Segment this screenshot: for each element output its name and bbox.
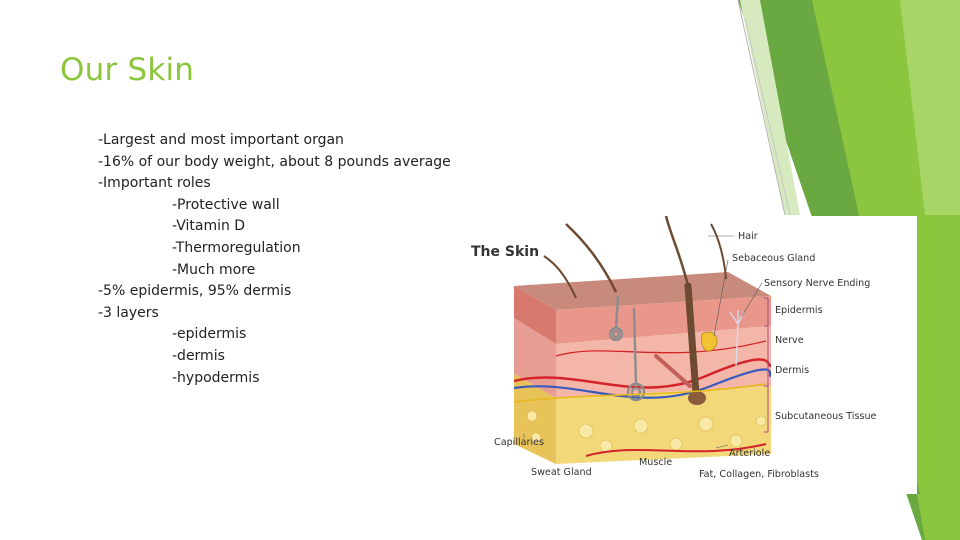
arteriole-vessel: [585, 443, 767, 457]
bullet-list: -Largest and most important organ -16% o…: [98, 130, 451, 389]
sub-bullet-item: -Much more: [172, 261, 256, 278]
label-sensory-nerve-ending: Sensory Nerve Ending: [764, 278, 870, 289]
label-capillaries: Capillaries: [494, 437, 544, 448]
hair-strand: [710, 223, 727, 280]
bullet-item: -16% of our body weight, about 8 pounds …: [98, 153, 451, 170]
label-hair: Hair: [738, 231, 758, 242]
sebaceous-gland: [701, 331, 718, 352]
label-dermis: Dermis: [775, 365, 809, 376]
sub-bullet-item: -Vitamin D: [172, 218, 246, 235]
decor-line-2: [744, 17, 791, 216]
nerve-fiber: [513, 383, 767, 403]
label-sweat-gland: Sweat Gland: [531, 467, 592, 478]
sub-bullet-item: -Thermoregulation: [172, 239, 301, 256]
decor-shape-light: [900, 0, 960, 215]
label-arteriole: Arteriole: [729, 448, 770, 459]
label-sebaceous-gland: Sebaceous Gland: [732, 253, 815, 264]
hair-bulb: [688, 391, 706, 405]
label-epidermis: Epidermis: [775, 305, 823, 316]
decor-shape-pale: [740, 0, 800, 215]
sub-bullet-item: -epidermis: [172, 326, 247, 343]
sub-bullet-item: -Protective wall: [172, 196, 280, 213]
hair-follicle: [684, 282, 700, 398]
hair-strand: [664, 216, 690, 287]
hair-strand: [543, 255, 577, 299]
label-subcutaneous-tissue: Subcutaneous Tissue: [775, 411, 877, 422]
label-nerve: Nerve: [775, 335, 804, 346]
bullet-item: -Largest and most important organ: [98, 132, 344, 148]
bullet-item: -5% epidermis, 95% dermis: [98, 283, 292, 300]
decor-line-1: [737, 0, 786, 216]
label-leader-lines: [523, 235, 763, 449]
bullet-item: -3 layers: [98, 304, 159, 321]
sub-bullet-item: -dermis: [172, 347, 225, 364]
sub-bullet-item: -hypodermis: [172, 369, 260, 386]
skin-diagram: The Skin Hair Sebaceous Gland Sensory Ne…: [466, 216, 917, 494]
epidermis-side: [514, 286, 556, 344]
hair-strand: [565, 223, 618, 293]
slide-title: Our Skin: [60, 52, 195, 88]
capillary-vessel: [555, 340, 767, 357]
label-muscle: Muscle: [639, 457, 672, 468]
sensory-nerve-ending: [729, 310, 745, 367]
decor-bottom-shape: [917, 494, 960, 540]
arrector-muscle: [654, 354, 692, 388]
skin-diagram-svg: The Skin Hair Sebaceous Gland Sensory Ne…: [471, 216, 877, 480]
sweat-gland-coils: [608, 295, 646, 402]
figure-title: The Skin: [471, 244, 539, 260]
bullet-item: -Important roles: [98, 175, 211, 192]
label-fat-collagen-fibroblasts: Fat, Collagen, Fibroblasts: [699, 469, 819, 480]
layer-bracket: [764, 297, 769, 433]
skin-surface: [514, 272, 771, 310]
